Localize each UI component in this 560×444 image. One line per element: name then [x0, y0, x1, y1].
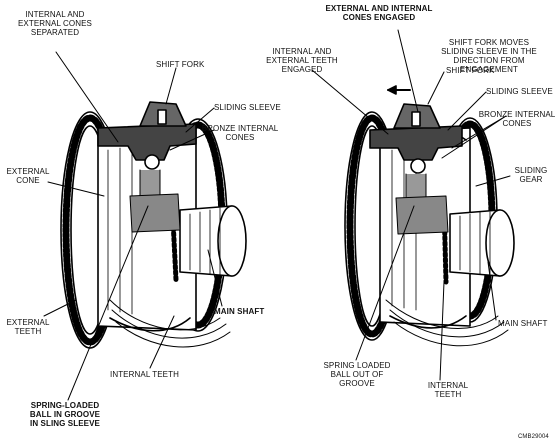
label-left-spring-ball: SPRING-LOADED BALL IN GROOVE IN SLING SL…: [29, 401, 101, 428]
label-shift-fork-moves: SHIFT FORK MOVES SLIDING SLEEVE IN THE D…: [441, 38, 537, 74]
label-sliding-gear: SLIDING GEAR: [514, 166, 548, 184]
label-left-bronze-cones: BRONZE INTERNAL CONES: [201, 124, 279, 142]
label-right-internal-teeth: INTERNAL TEETH: [427, 381, 469, 399]
label-right-spring-ball: SPRING LOADED BALL OUT OF GROOVE: [323, 361, 391, 388]
label-left-shift-fork: SHIFT FORK: [156, 60, 205, 69]
label-cones-engaged: EXTERNAL AND INTERNAL CONES ENGAGED: [325, 4, 433, 22]
label-left-internal-teeth: INTERNAL TEETH: [110, 370, 179, 379]
figure-code: CMB29004: [518, 434, 549, 440]
left-sliding-sleeve: [97, 123, 197, 161]
label-left-main-shaft: MAIN SHAFT: [214, 307, 265, 316]
label-right-sliding-sleeve: SLIDING SLEEVE: [486, 87, 553, 96]
label-right-main-shaft: MAIN SHAFT: [498, 319, 548, 328]
label-external-teeth: EXTERNAL TEETH: [6, 318, 50, 336]
label-cones-separated: INTERNAL AND EXTERNAL CONES SEPARATED: [17, 10, 92, 37]
label-left-sliding-sleeve: SLIDING SLEEVE: [214, 103, 281, 112]
label-teeth-engaged: INTERNAL AND EXTERNAL TEETH ENGAGED: [266, 47, 338, 74]
label-external-cone: EXTERNAL CONE: [6, 167, 50, 185]
right-detent-ball: [410, 158, 426, 174]
label-right-shift-fork: SHIFT FORK: [446, 66, 495, 75]
leader-lines: [43, 29, 511, 401]
label-right-bronze-cones: BRONZE INTERNAL CONES: [478, 110, 556, 128]
right-synchronizer: [344, 85, 515, 347]
left-synchronizer: [60, 101, 247, 349]
left-detent-ball: [144, 154, 160, 170]
right-sliding-sleeve: [369, 125, 463, 161]
